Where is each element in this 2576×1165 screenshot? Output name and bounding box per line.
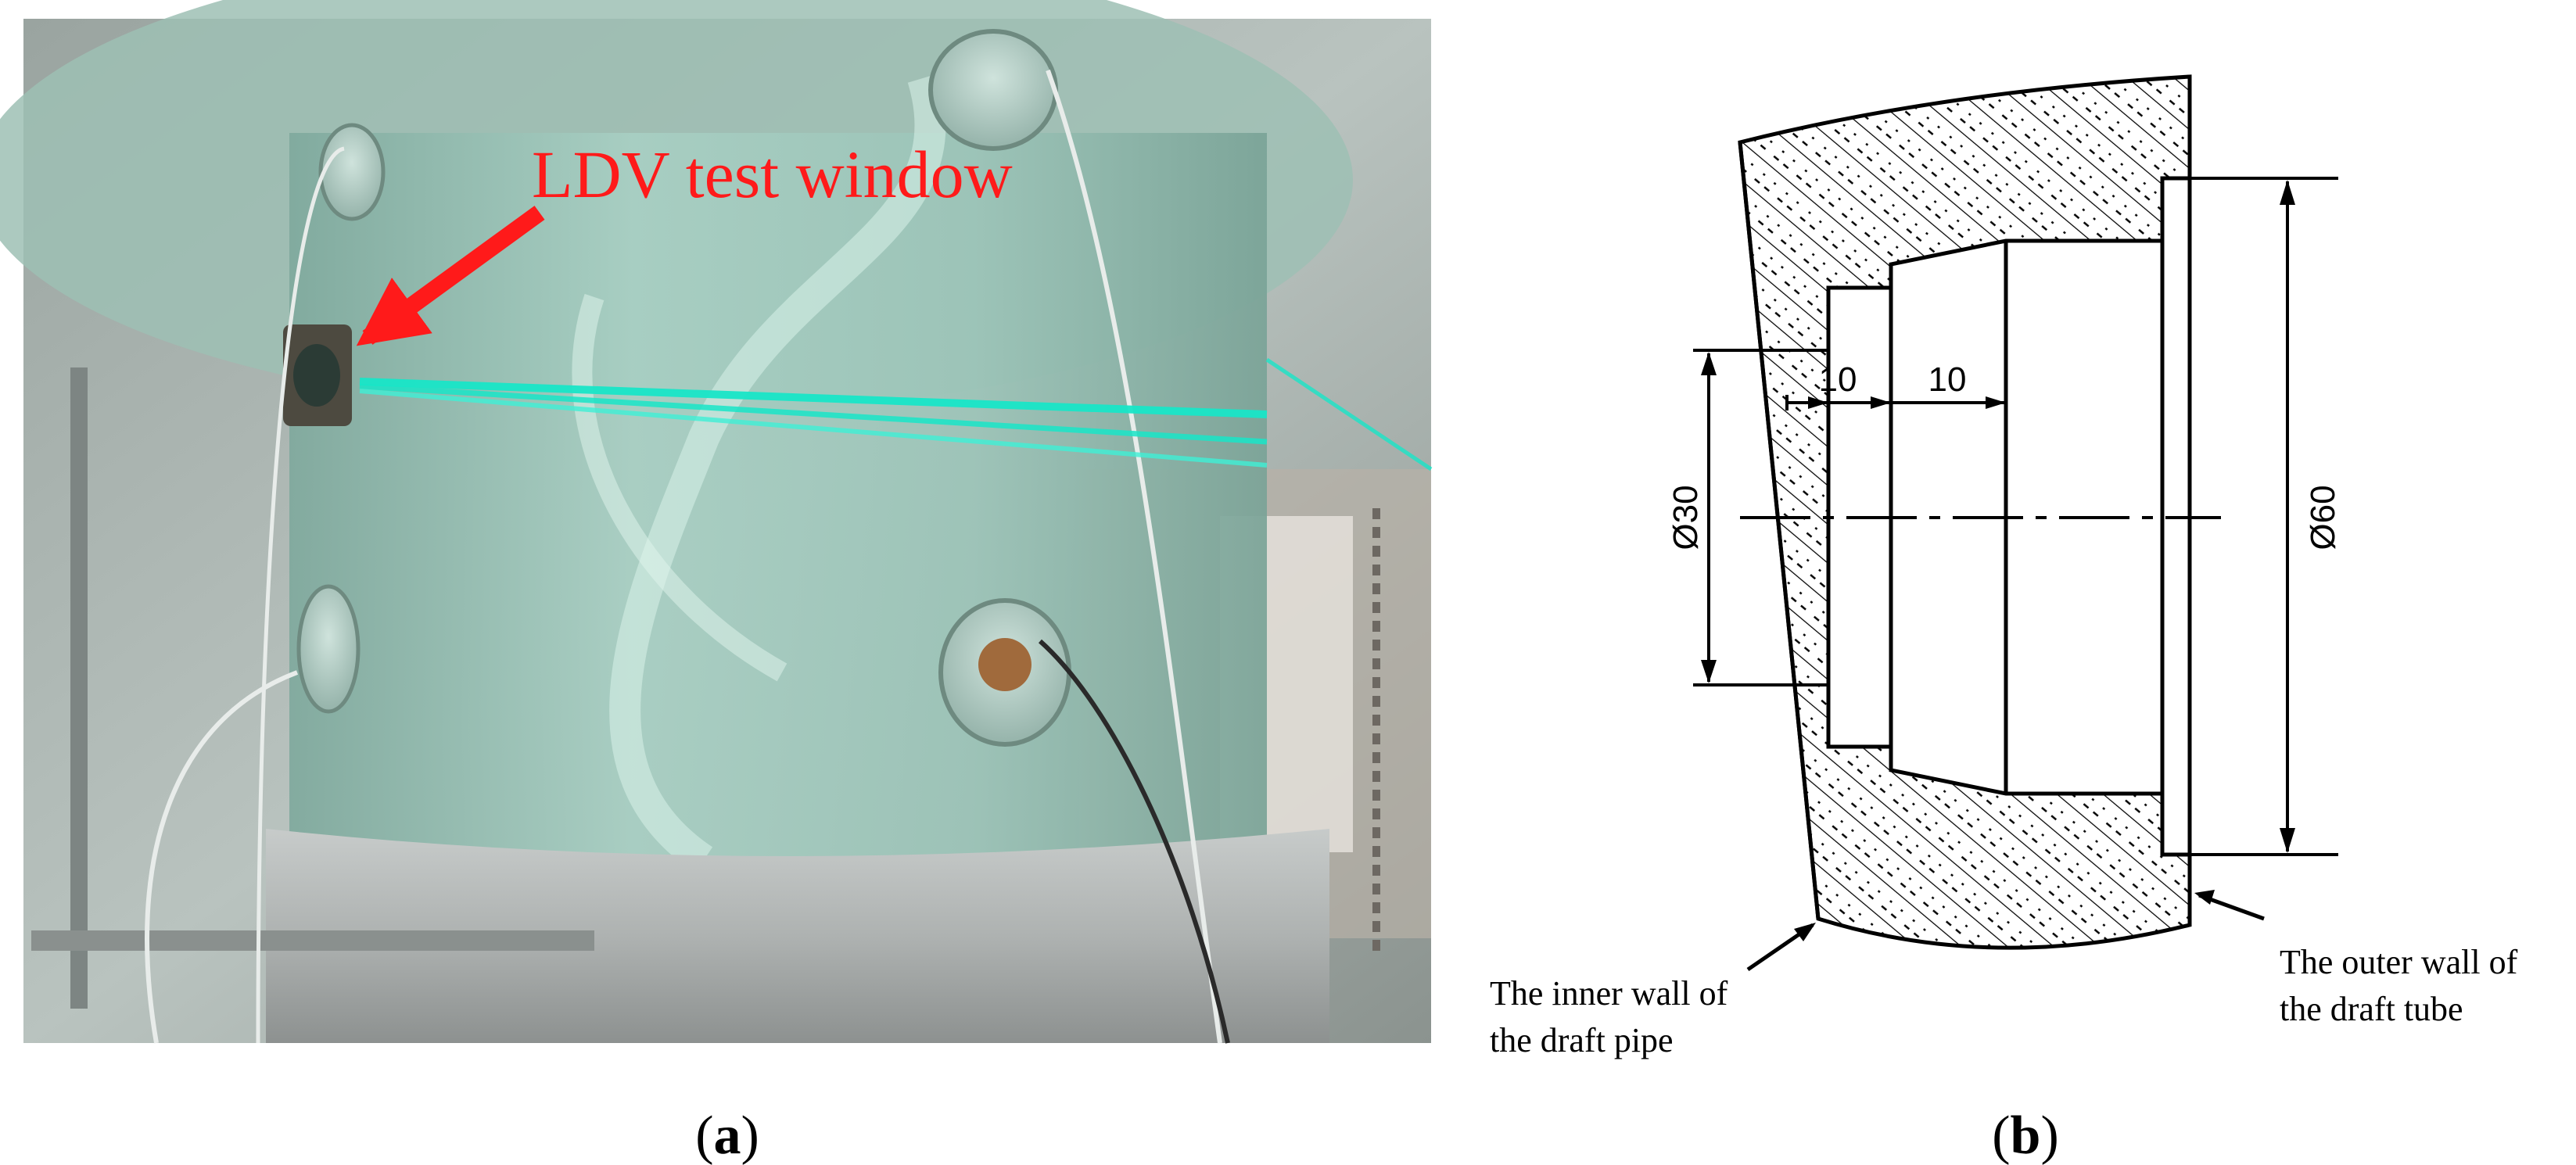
sensor-cable-top — [1046, 69, 1222, 1044]
vortex-swirl — [572, 293, 788, 682]
metal-base-ring — [266, 829, 1329, 1043]
outer-wall-note-line1: The outer wall of — [2280, 943, 2518, 981]
inner-wall-line — [1738, 142, 1821, 919]
inner-wall-note-line1: The inner wall of — [1490, 974, 1728, 1013]
ldv-test-window-label: LDV test window — [532, 137, 1013, 212]
sensor-cable-middle — [1039, 639, 1230, 1044]
outer-wall-note-line2: the draft tube — [2280, 990, 2463, 1028]
pressure-sensor-lower-left — [296, 584, 361, 714]
laser-beam-1 — [359, 378, 1268, 418]
panel-a-caption: (a) — [695, 1106, 759, 1165]
pressure-sensor-core — [978, 638, 1031, 691]
step-dim-right-label: 10 — [1928, 360, 1967, 399]
step-arrow-3 — [1986, 396, 2006, 409]
dia60-label: Ø60 — [2304, 485, 2342, 550]
vortex-rope — [609, 73, 946, 873]
sensor-cable-upper — [256, 146, 345, 1044]
transparent-draft-tube — [289, 133, 1267, 890]
pressure-sensor-upper-left — [318, 123, 386, 221]
sensor-cable-lower — [145, 670, 299, 1044]
outer-wall-leader-arrow — [2194, 890, 2215, 905]
support-rod-left — [70, 367, 88, 1009]
dia30-arrow-bottom — [1701, 660, 1717, 683]
ldv-window-glass — [293, 344, 340, 407]
dia30-arrow-top — [1701, 352, 1717, 375]
annotation-arrow — [356, 206, 545, 346]
step-arrow-1 — [1808, 396, 1828, 409]
dia30-label: Ø30 — [1667, 485, 1705, 550]
step-dim-left-label: 10 — [1819, 360, 1857, 399]
laser-beams — [359, 357, 1433, 471]
laser-beam-exit — [1265, 357, 1433, 471]
inner-wall-leader-arrow — [1794, 923, 1816, 941]
pressure-sensor-top — [928, 29, 1058, 151]
panel-b-caption: (b) — [1992, 1106, 2059, 1165]
panel-b-section: Ø30 Ø60 10 10 The inner wall of the draf… — [1490, 74, 2518, 1059]
laser-beam-3 — [359, 389, 1268, 468]
panel-a-photo: LDV test window — [0, 0, 1433, 1044]
step-arrow-2 — [1871, 396, 1891, 409]
laser-beam-2 — [359, 383, 1268, 445]
dia60-arrow-top — [2280, 180, 2295, 205]
support-bar — [31, 930, 594, 951]
inner-wall-note-line2: the draft pipe — [1490, 1021, 1674, 1059]
dia60-arrow-bottom — [2280, 828, 2295, 853]
